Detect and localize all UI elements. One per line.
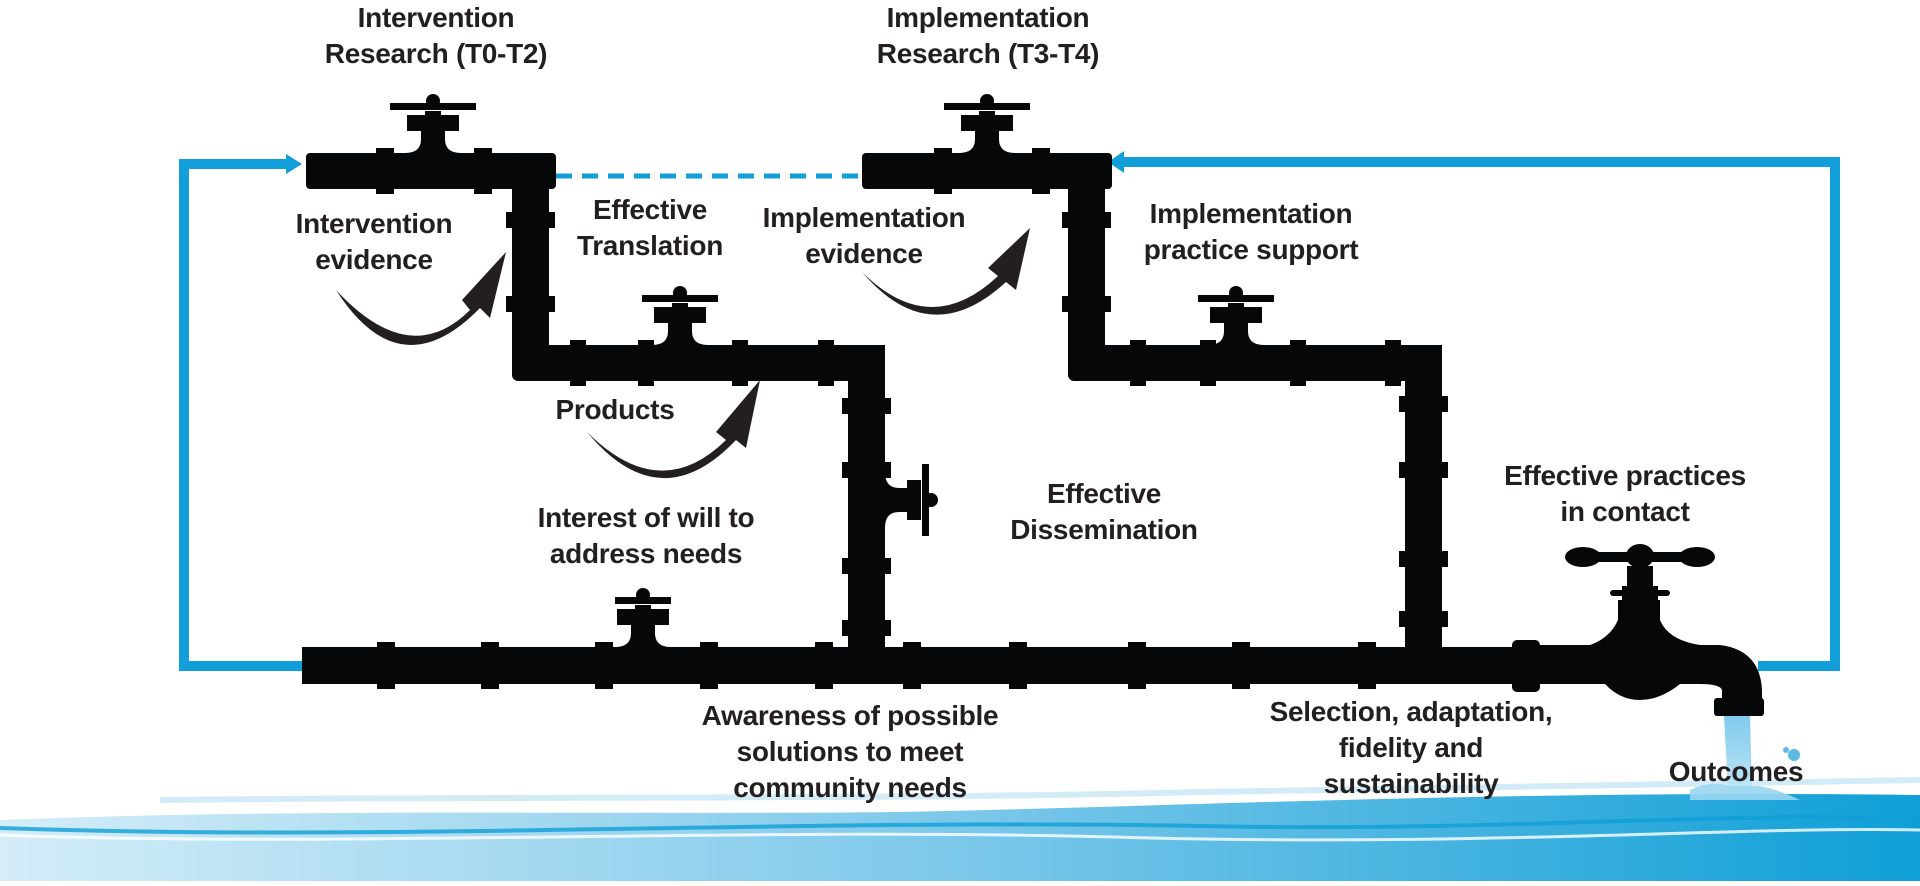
label-line: Products <box>555 394 675 425</box>
label-line: fidelity and <box>1338 732 1484 763</box>
label-awareness: Awareness of possible solutions to meet … <box>690 698 1010 806</box>
feedback-loop-right <box>1108 151 1840 671</box>
label-interest-of-will: Interest of will to address needs <box>516 500 776 572</box>
curved-arrow-icon <box>587 380 760 479</box>
label-line: Intervention <box>295 208 453 239</box>
faucet-icon <box>1540 544 1764 716</box>
label-outcomes: Outcomes <box>1646 754 1826 790</box>
label-line: Translation <box>576 230 724 261</box>
label-line: Research (T0-T2) <box>324 38 548 69</box>
feedback-loop-left <box>179 154 304 671</box>
label-line: Implementation <box>1149 198 1353 229</box>
gate-valve-icon <box>885 464 938 536</box>
gate-valve-icon <box>642 286 718 345</box>
label-line: community needs <box>733 772 967 803</box>
label-products: Products <box>540 392 690 428</box>
label-line: practice support <box>1143 234 1359 265</box>
label-line: Awareness of possible <box>701 700 999 731</box>
label-intervention-research: Intervention Research (T0-T2) <box>296 0 576 72</box>
gate-valve-icon <box>1198 286 1274 345</box>
water-stream <box>1690 716 1800 800</box>
gate-valve-icon <box>944 94 1030 153</box>
label-effective-translation: Effective Translation <box>560 192 740 264</box>
gate-valve-icon <box>615 588 671 647</box>
curved-arrow-icon <box>336 252 506 345</box>
label-implementation-research: Implementation Research (T3-T4) <box>848 0 1128 72</box>
label-line: Selection, adaptation, <box>1269 696 1553 727</box>
label-line: Effective <box>592 194 708 225</box>
water-surface <box>0 777 1920 881</box>
label-line: Effective practices <box>1504 460 1746 491</box>
label-intervention-evidence: Intervention evidence <box>274 206 474 278</box>
pipe-network <box>302 148 1722 692</box>
label-effective-practices: Effective practices in contact <box>1480 458 1770 530</box>
label-line: Outcomes <box>1668 756 1804 787</box>
label-line: address needs <box>549 538 743 569</box>
curved-arrow-icon <box>862 228 1030 315</box>
gate-valve-icon <box>390 94 476 153</box>
label-effective-dissemination: Effective Dissemination <box>1004 476 1204 548</box>
label-line: Effective <box>1046 478 1162 509</box>
label-line: evidence <box>315 244 433 275</box>
label-line: Dissemination <box>1010 514 1198 545</box>
label-implementation-practice-support: Implementation practice support <box>1126 196 1376 268</box>
label-line: Implementation <box>886 2 1090 33</box>
label-line: in contact <box>1560 496 1690 527</box>
label-selection: Selection, adaptation, fidelity and sust… <box>1246 694 1576 802</box>
label-implementation-evidence: Implementation evidence <box>754 200 974 272</box>
label-line: sustainability <box>1323 768 1499 799</box>
label-line: Intervention <box>357 2 515 33</box>
label-line: evidence <box>805 238 923 269</box>
label-line: Implementation <box>762 202 966 233</box>
label-line: Research (T3-T4) <box>876 38 1100 69</box>
label-line: Interest of will to <box>537 502 755 533</box>
label-line: solutions to meet <box>736 736 964 767</box>
